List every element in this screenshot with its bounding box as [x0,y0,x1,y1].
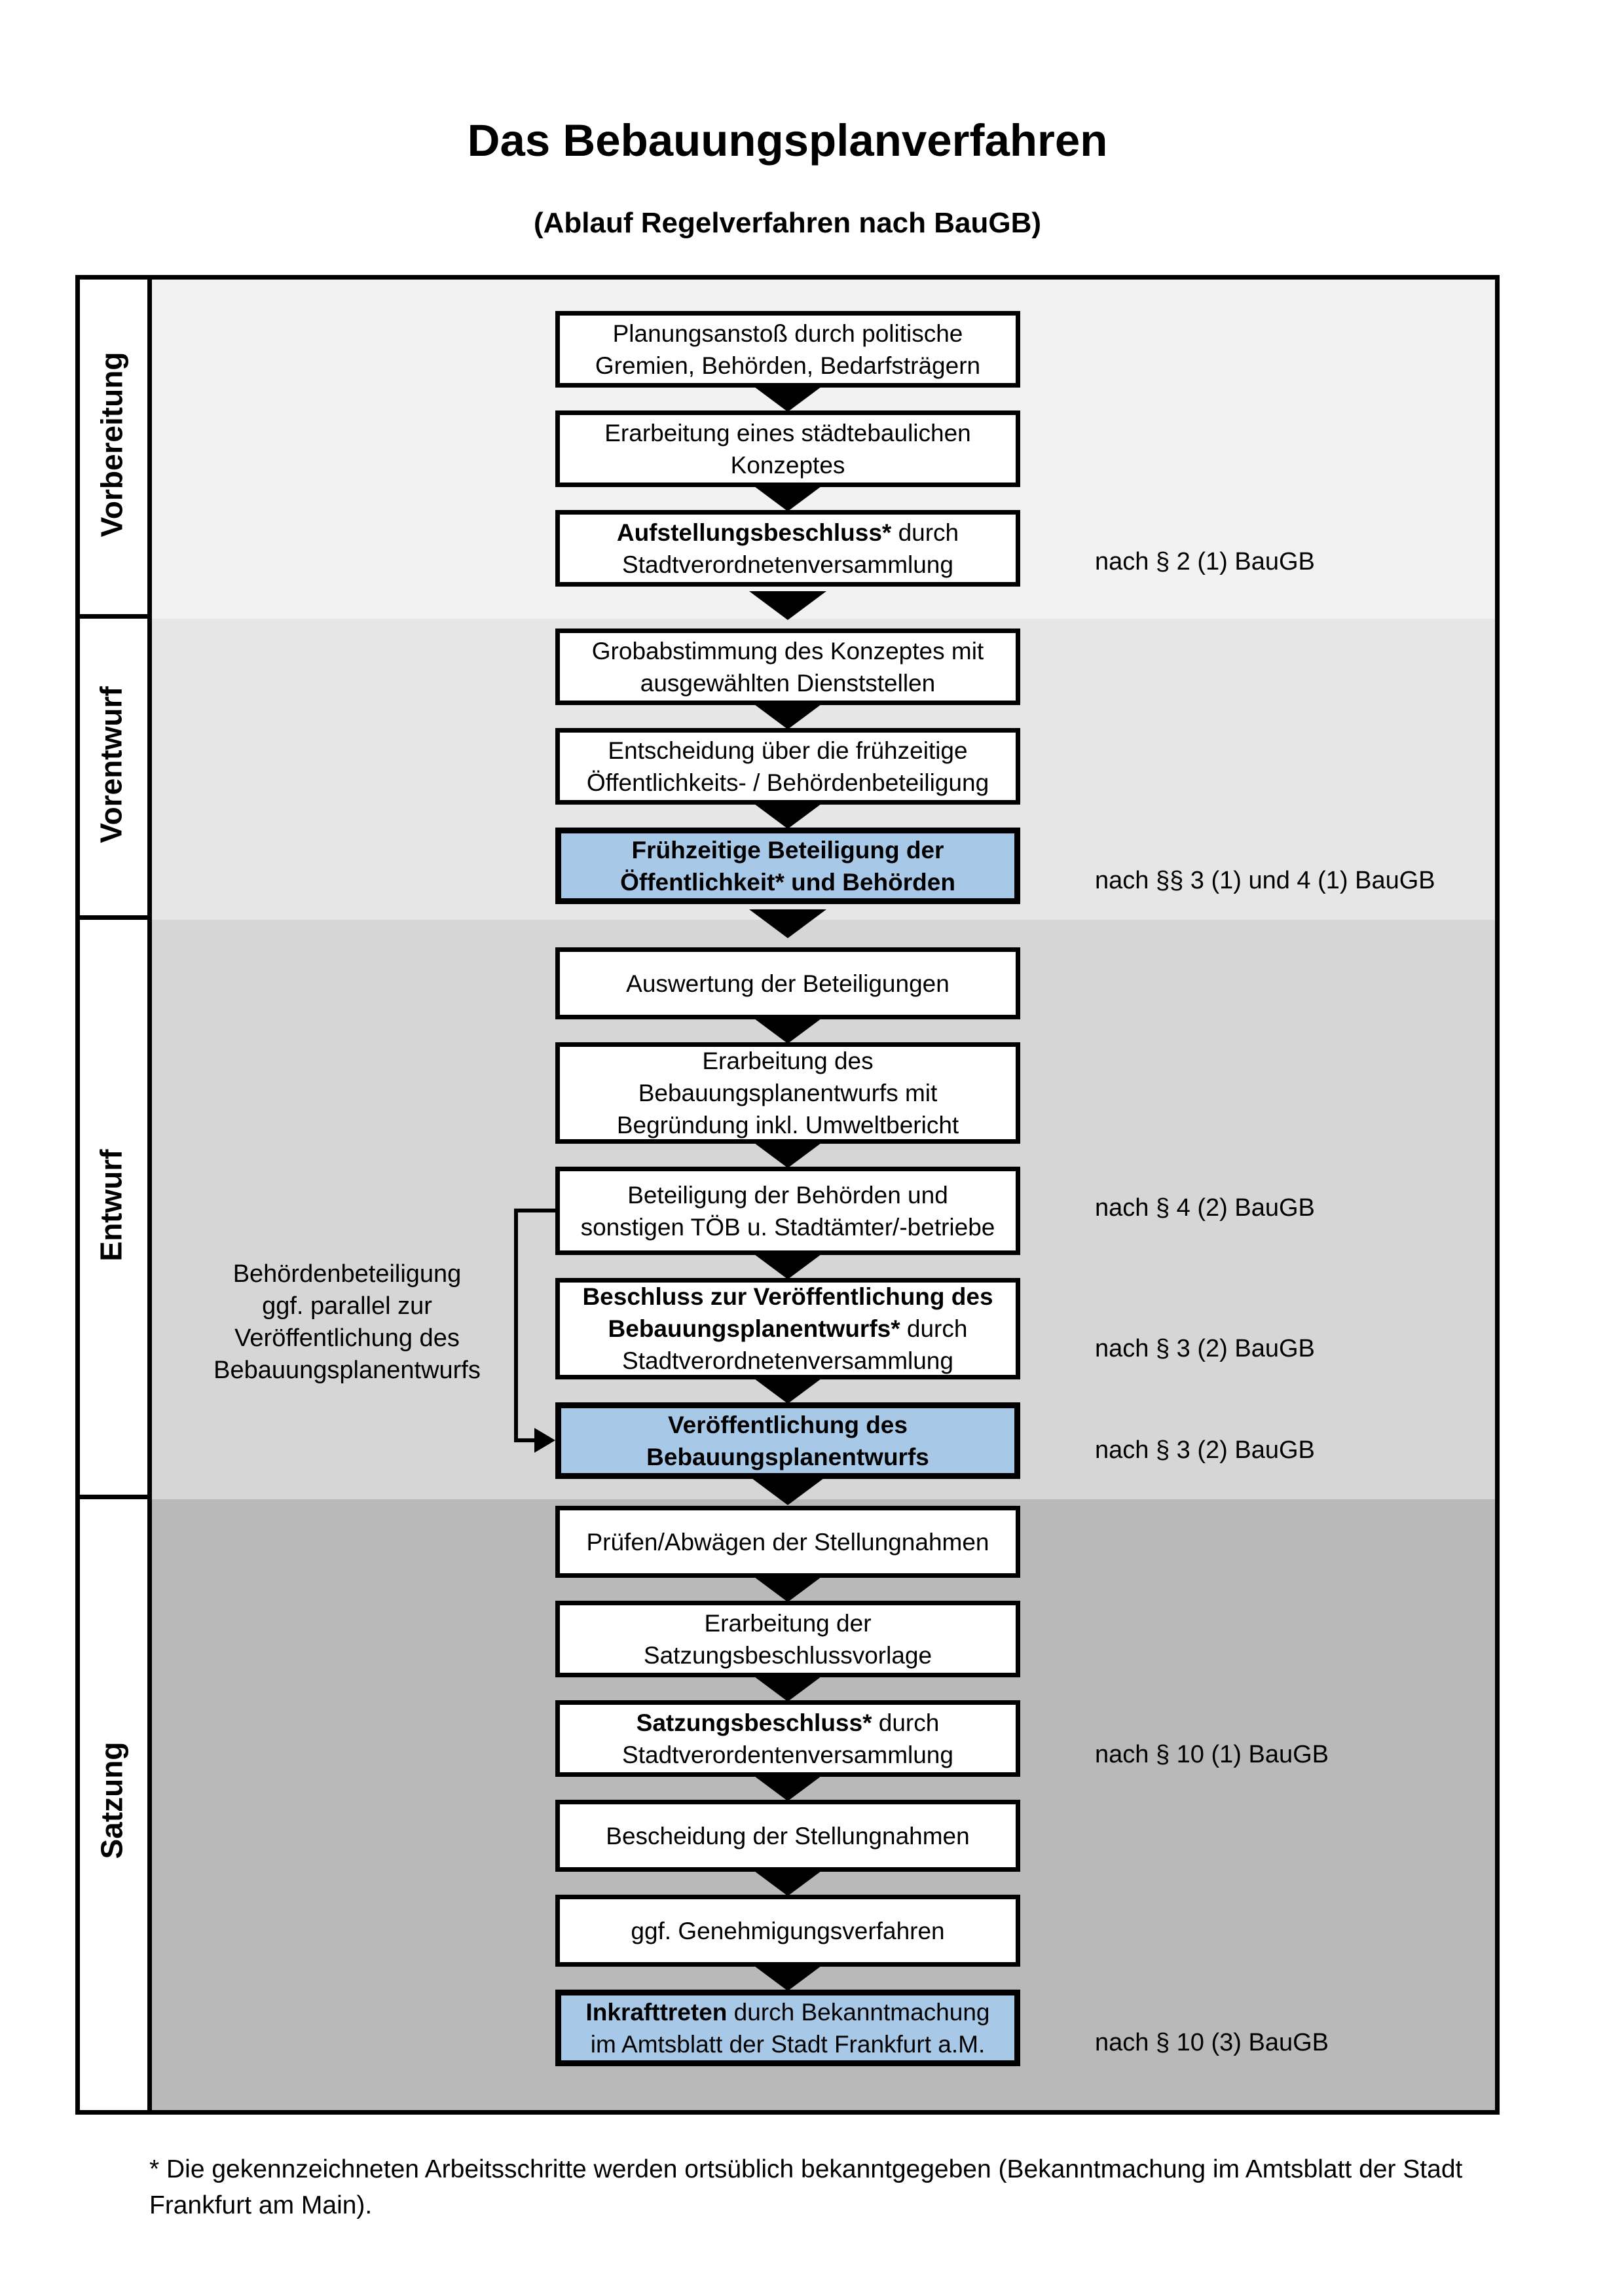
down-arrow-icon [749,1772,826,1801]
connector-line [514,1209,555,1212]
flow-box-text-line: Gremien, Behörden, Bedarfsträgern [595,352,981,379]
flow-box-text-line: Entscheidung über die frühzeitige [608,737,968,764]
flow-box-text-line: Öffentlichkeit* und Behörden [620,868,955,896]
flow-box-text-line: Auswertung der Beteiligungen [626,970,950,997]
parallel-annotation-line: Veröffentlichung des [234,1324,460,1352]
legal-reference-satzungsbeschluss: nach § 10 (1) BauGB [1095,1741,1329,1768]
down-arrow-icon [749,1573,826,1602]
flow-box-auswertung-beteiligungen: Auswertung der Beteiligungen [555,947,1020,1019]
down-arrow-icon [749,700,826,729]
footnote-line: * Die gekennzeichneten Arbeitsschritte w… [149,2155,1463,2183]
flow-box-text-line: Frühzeitige Beteiligung der [631,836,944,864]
flow-box-text-line: Inkrafttreten durch Bekanntmachung [585,1998,990,2026]
page-title: Das Bebauungsplanverfahren [467,115,1108,166]
down-arrow-icon [749,591,826,620]
flow-box-text-line: Stadtverordnetenversammlung [622,551,953,578]
down-arrow-icon [749,1374,826,1404]
down-arrow-icon [749,1961,826,1991]
flow-box-text-line: Erarbeitung der [704,1609,872,1637]
down-arrow-icon [749,482,826,511]
down-arrow-icon [749,382,826,412]
flow-box-text-line: Beschluss zur Veröffentlichung des [582,1283,993,1310]
flow-box-text-line: Begründung inkl. Umweltbericht [616,1112,959,1139]
down-arrow-icon [749,1867,826,1896]
flow-box-text-line: Grobabstimmung des Konzeptes mit [591,637,984,665]
legal-reference-aufstellungsbeschluss: nach § 2 (1) BauGB [1095,548,1315,575]
phase-label-text: Vorbereitung [94,352,129,538]
flow-box-text-line: Öffentlichkeits- / Behördenbeteiligung [586,769,989,796]
flow-box-text-line: Erarbeitung eines städtebaulichen [604,419,971,446]
legal-reference-behoerden-beteiligung: nach § 4 (2) BauGB [1095,1194,1315,1222]
flow-box-text-line: Veröffentlichung des [668,1411,908,1438]
flow-box-text-line: Bescheidung der Stellungnahmen [606,1822,970,1850]
phase-label-text: Satzung [94,1741,129,1859]
phase-label-text: Vorentwurf [94,686,128,843]
parallel-annotation-line: ggf. parallel zur [262,1292,432,1320]
down-arrow-icon [749,799,826,829]
flow-box-text-line: Aufstellungsbeschluss* durch [616,519,959,546]
flow-box-text-line: ausgewählten Dienststellen [640,669,936,697]
phase-label-vorbereitung: Vorbereitung [75,275,147,619]
flow-box-text-line: Bebauungsplanentwurfs mit [638,1080,938,1106]
flow-box-text-line: Satzungsbeschluss* durch [636,1709,940,1736]
phase-label-vorentwurf: Vorentwurf [75,614,147,920]
phase-label-text: Entwurf [94,1148,129,1262]
flow-box-text-line: im Amtsblatt der Stadt Frankfurt a.M. [590,2030,986,2058]
flow-box-behoerden-beteiligung: Beteiligung der Behörden und sonstigen TÖ… [555,1167,1020,1255]
flow-box-text-line: Satzungsbeschlussvorlage [643,1641,932,1669]
down-arrow-icon [749,909,826,938]
connector-line [514,1438,538,1442]
flow-box-text-line: Stadtverordentenversammlung [622,1741,953,1768]
legal-reference-inkrafttreten: nach § 10 (3) BauGB [1095,2029,1329,2056]
flow-box-text-line: Bebauungsplanentwurfs [646,1443,929,1470]
footnote-line: Frankfurt am Main). [149,2191,373,2219]
page-subtitle: (Ablauf Regelverfahren nach BauGB) [533,207,1042,239]
phase-label-entwurf: Entwurf [75,915,147,1499]
flow-box-genehmigungsverfahren: ggf. Genehmigungsverfahren [555,1895,1020,1967]
connector-line [514,1209,518,1442]
parallel-annotation-line: Bebauungsplanentwurfs [213,1357,481,1384]
parallel-annotation-line: Behördenbeteiligung [232,1260,462,1288]
down-arrow-icon [749,1476,826,1505]
phase-label-satzung: Satzung [75,1495,147,2105]
legal-reference-fruehzeitige-beteiligung: nach §§ 3 (1) und 4 (1) BauGB [1095,867,1435,894]
flow-box-text-line: Bebauungsplanentwurfs* durch [608,1315,968,1342]
down-arrow-icon [749,1014,826,1044]
down-arrow-icon [749,1139,826,1168]
footnote: * Die gekennzeichneten Arbeitsschritte w… [149,2151,1538,2223]
flow-box-text-line: Konzeptes [730,451,845,479]
legal-reference-veroeffentlichung-entwurf: nach § 3 (2) BauGB [1095,1436,1315,1464]
flow-box-pruefen-abwaegen: Prüfen/Abwägen der Stellungnahmen [555,1506,1020,1578]
flow-box-text-line: Planungsanstoß durch politische [612,319,963,347]
flow-box-bescheidung-stellungnahmen: Bescheidung der Stellungnahmen [555,1800,1020,1872]
legal-reference-veroeffentlichungs-beschluss: nach § 3 (2) BauGB [1095,1335,1315,1362]
flow-box-text-line: sonstigen TÖB u. Stadtämter/-betriebe [580,1213,995,1241]
flow-box-inkrafttreten: Inkrafttreten durch Bekanntmachung im Amt… [555,1990,1020,2066]
flow-box-text-line: Prüfen/Abwägen der Stellungnahmen [586,1528,989,1556]
flow-box-grobabstimmung: Grobabstimmung des Konzeptes mit ausgewäh… [555,629,1020,705]
down-arrow-icon [749,1250,826,1279]
flow-box-text-line: Stadtverordnetenversammlung [622,1347,953,1374]
down-arrow-icon [749,1672,826,1702]
flow-box-text-line: Erarbeitung des [702,1048,874,1074]
flow-box-text-line: ggf. Genehmigungsverfahren [631,1917,945,1944]
flow-box-text-line: Beteiligung der Behörden und [627,1181,948,1209]
connector-right-arrow-icon [534,1428,555,1453]
